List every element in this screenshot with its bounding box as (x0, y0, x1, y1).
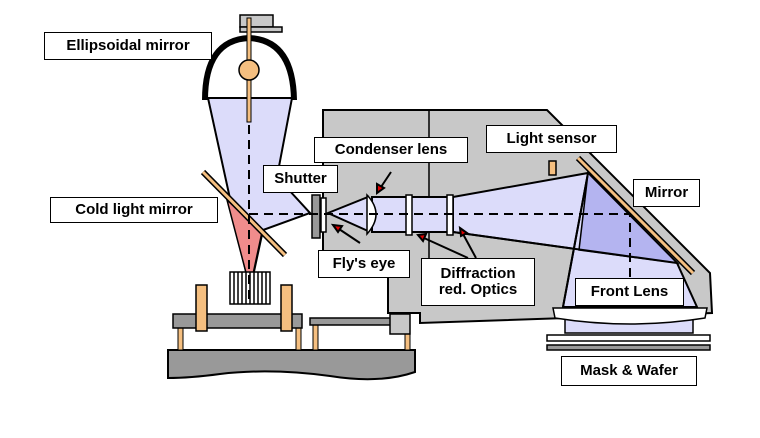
label-flys-eye: Fly's eye (318, 250, 410, 278)
lamp-cap (239, 14, 274, 28)
shutter (311, 194, 321, 239)
support-block (389, 313, 411, 335)
pointer-arrows (330, 171, 477, 259)
label-shutter: Shutter (263, 165, 338, 193)
label-mirror: Mirror (633, 179, 700, 207)
front-lens (552, 307, 708, 325)
cold-light-mirror (201, 170, 287, 257)
label-ellipsoidal-mirror: Ellipsoidal mirror (44, 32, 212, 60)
label-diffraction-optics: Diffraction red. Optics (421, 258, 535, 306)
label-mask-wafer: Mask & Wafer (561, 356, 697, 386)
label-diffraction-line1: Diffraction (440, 264, 516, 282)
leg (295, 327, 302, 351)
label-diffraction-line2: red. Optics (438, 281, 518, 298)
lamp-cap-base (239, 26, 283, 33)
wafer (546, 344, 711, 351)
label-cold-light-mirror: Cold light mirror (50, 197, 218, 223)
label-front-lens: Front Lens (575, 278, 684, 306)
label-light-sensor: Light sensor (486, 125, 617, 153)
label-condenser-lens: Condenser lens (314, 137, 468, 163)
leg (177, 327, 184, 351)
beam-edge (452, 231, 678, 264)
beam-edge-left (562, 172, 589, 308)
fold-mirror (576, 156, 695, 275)
lamp-post (280, 284, 293, 332)
lamp-post (195, 284, 208, 332)
base (167, 349, 416, 381)
optics-table (309, 317, 396, 326)
mask (546, 334, 711, 342)
light-sensor (548, 160, 557, 176)
leg (312, 324, 319, 351)
lamp-bulb (238, 59, 260, 81)
